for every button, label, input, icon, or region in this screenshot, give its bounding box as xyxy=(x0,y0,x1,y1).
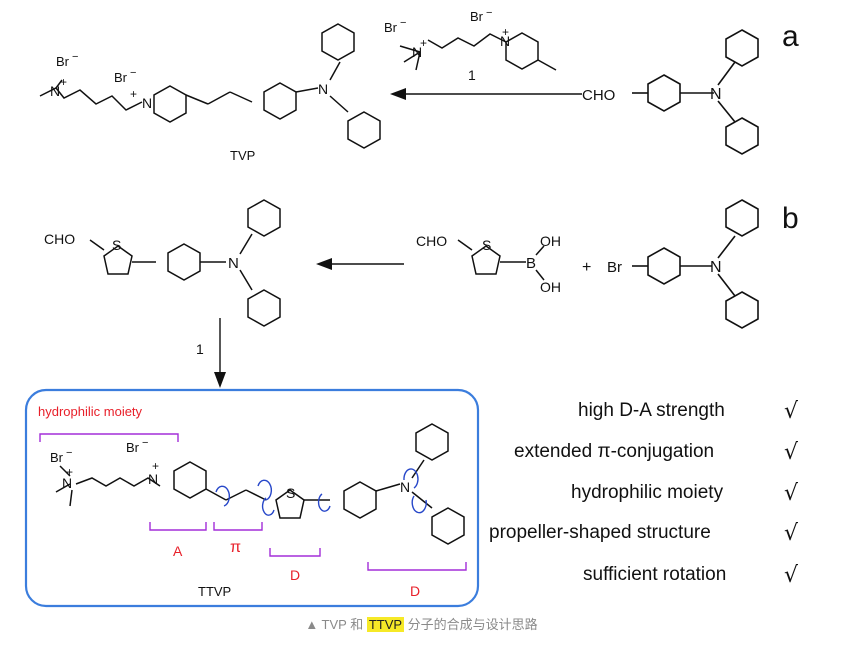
acceptor-bracket xyxy=(149,522,207,531)
tvp-ammonium-n: N xyxy=(50,83,60,99)
hydrophilic-annotation: hydrophilic moiety xyxy=(38,404,143,419)
ttvp-label: TTVP xyxy=(198,584,231,599)
bromo-substituent: Br xyxy=(607,259,622,276)
ttvp-bromide-2: Br xyxy=(50,450,64,465)
reaction-arrow-a xyxy=(390,88,582,100)
boron-label: B xyxy=(526,255,536,272)
ttvp-pyridinium-plus: + xyxy=(152,459,159,473)
ttvp-bromide-1-minus: − xyxy=(142,437,148,449)
reagent-1-label: 1 xyxy=(468,67,476,83)
feature-item-1: high D-A strength xyxy=(578,400,725,421)
ttvp-bromide-2-minus: − xyxy=(66,447,72,459)
aldehyde-label-a: CHO xyxy=(582,87,615,104)
figure-caption: ▲ TVP 和 TTVP 分子的合成与设计思路 xyxy=(0,614,843,633)
rotation-arrows xyxy=(215,468,427,516)
bromo-triphenylamine xyxy=(632,199,759,329)
intermediate-n: N xyxy=(228,255,239,272)
panel-label-a: a xyxy=(782,20,799,53)
tvp-label: TVP xyxy=(230,148,255,163)
thiophene-s-b: S xyxy=(482,237,491,253)
check-icon: √ xyxy=(784,440,799,465)
amine-n-a: N xyxy=(710,86,722,103)
bromo-tpa-n: N xyxy=(710,259,722,276)
ttvp-thiophene-s: S xyxy=(286,485,295,501)
reagent-1-plus: + xyxy=(502,25,509,39)
aldehyde-label-intermediate: CHO xyxy=(44,231,75,247)
caption-prefix: ▲ TVP 和 xyxy=(305,617,367,632)
reagent-1-ammonium-plus: + xyxy=(420,36,427,50)
reagent-1-label-down: 1 xyxy=(196,341,204,357)
pi-bracket xyxy=(213,522,263,531)
pi-label: π xyxy=(230,539,241,556)
tvp-pyridinium-plus: + xyxy=(130,87,137,101)
tvp-bromide-2-minus: − xyxy=(72,51,78,63)
caption-suffix: 分子的合成与设计思路 xyxy=(404,617,538,632)
reagent-1-bromide-minus: − xyxy=(486,7,492,19)
aldehyde-label-b: CHO xyxy=(416,233,447,249)
ttvp-bromide-1: Br xyxy=(126,440,140,455)
tvp-amine-n: N xyxy=(318,81,328,97)
check-icon: √ xyxy=(784,399,799,424)
panel-label-b: b xyxy=(782,202,799,235)
ttvp-pyridinium-n: N xyxy=(148,471,158,487)
reaction-arrow-b xyxy=(316,258,404,270)
tvp-bromide-1: Br xyxy=(114,70,128,85)
acceptor-label: A xyxy=(173,543,183,559)
donor-label-thiophene: D xyxy=(290,567,300,583)
feature-item-3: hydrophilic moiety xyxy=(571,482,724,503)
ttvp-ammonium-n: N xyxy=(62,475,72,491)
feature-item-5: sufficient rotation xyxy=(583,564,726,585)
tvp-bromide-1-minus: − xyxy=(130,67,136,79)
ttvp-amine-n: N xyxy=(400,479,410,495)
ttvp-ammonium-plus: + xyxy=(66,465,73,479)
formylthiophene-boronic-acid xyxy=(457,239,545,281)
thiophene-triphenylamine-aldehyde xyxy=(89,199,281,327)
check-icon: √ xyxy=(784,521,799,546)
check-icon: √ xyxy=(784,481,799,506)
reagent-1-bromide-2-minus: − xyxy=(400,17,406,29)
hydroxyl-label-1: OH xyxy=(540,233,561,249)
check-icon: √ xyxy=(784,563,799,588)
donor-bracket-thiophene xyxy=(269,548,321,557)
thiophene-s-intermediate: S xyxy=(112,237,121,253)
reagent-1-ammonium-n: N xyxy=(412,44,422,60)
tvp-ammonium-plus: + xyxy=(60,75,67,89)
hydrophilic-bracket xyxy=(39,433,179,442)
reagent-1-n: N xyxy=(500,33,510,49)
hydroxyl-label-2: OH xyxy=(540,279,561,295)
donor-label-amine: D xyxy=(410,583,420,599)
tvp-bromide-2: Br xyxy=(56,54,70,69)
tvp-pyridinium-n: N xyxy=(142,95,152,111)
triphenylamine-aldehyde xyxy=(632,29,759,155)
caption-highlight: TTVP xyxy=(366,617,405,632)
ttvp-design-box xyxy=(24,388,480,608)
feature-list: high D-A strength √ extended π-conjugati… xyxy=(489,399,799,588)
reagent-1-bromide: Br xyxy=(470,9,484,24)
reagent-1-structure xyxy=(399,32,557,71)
tvp-structure xyxy=(39,23,381,149)
feature-item-4: propeller-shaped structure xyxy=(489,522,711,543)
reaction-arrow-down xyxy=(214,318,226,388)
donor-bracket-amine xyxy=(367,562,467,571)
plus-sign: + xyxy=(582,259,591,276)
feature-item-2: extended π-conjugation xyxy=(514,441,714,462)
reagent-1-bromide-2: Br xyxy=(384,20,398,35)
